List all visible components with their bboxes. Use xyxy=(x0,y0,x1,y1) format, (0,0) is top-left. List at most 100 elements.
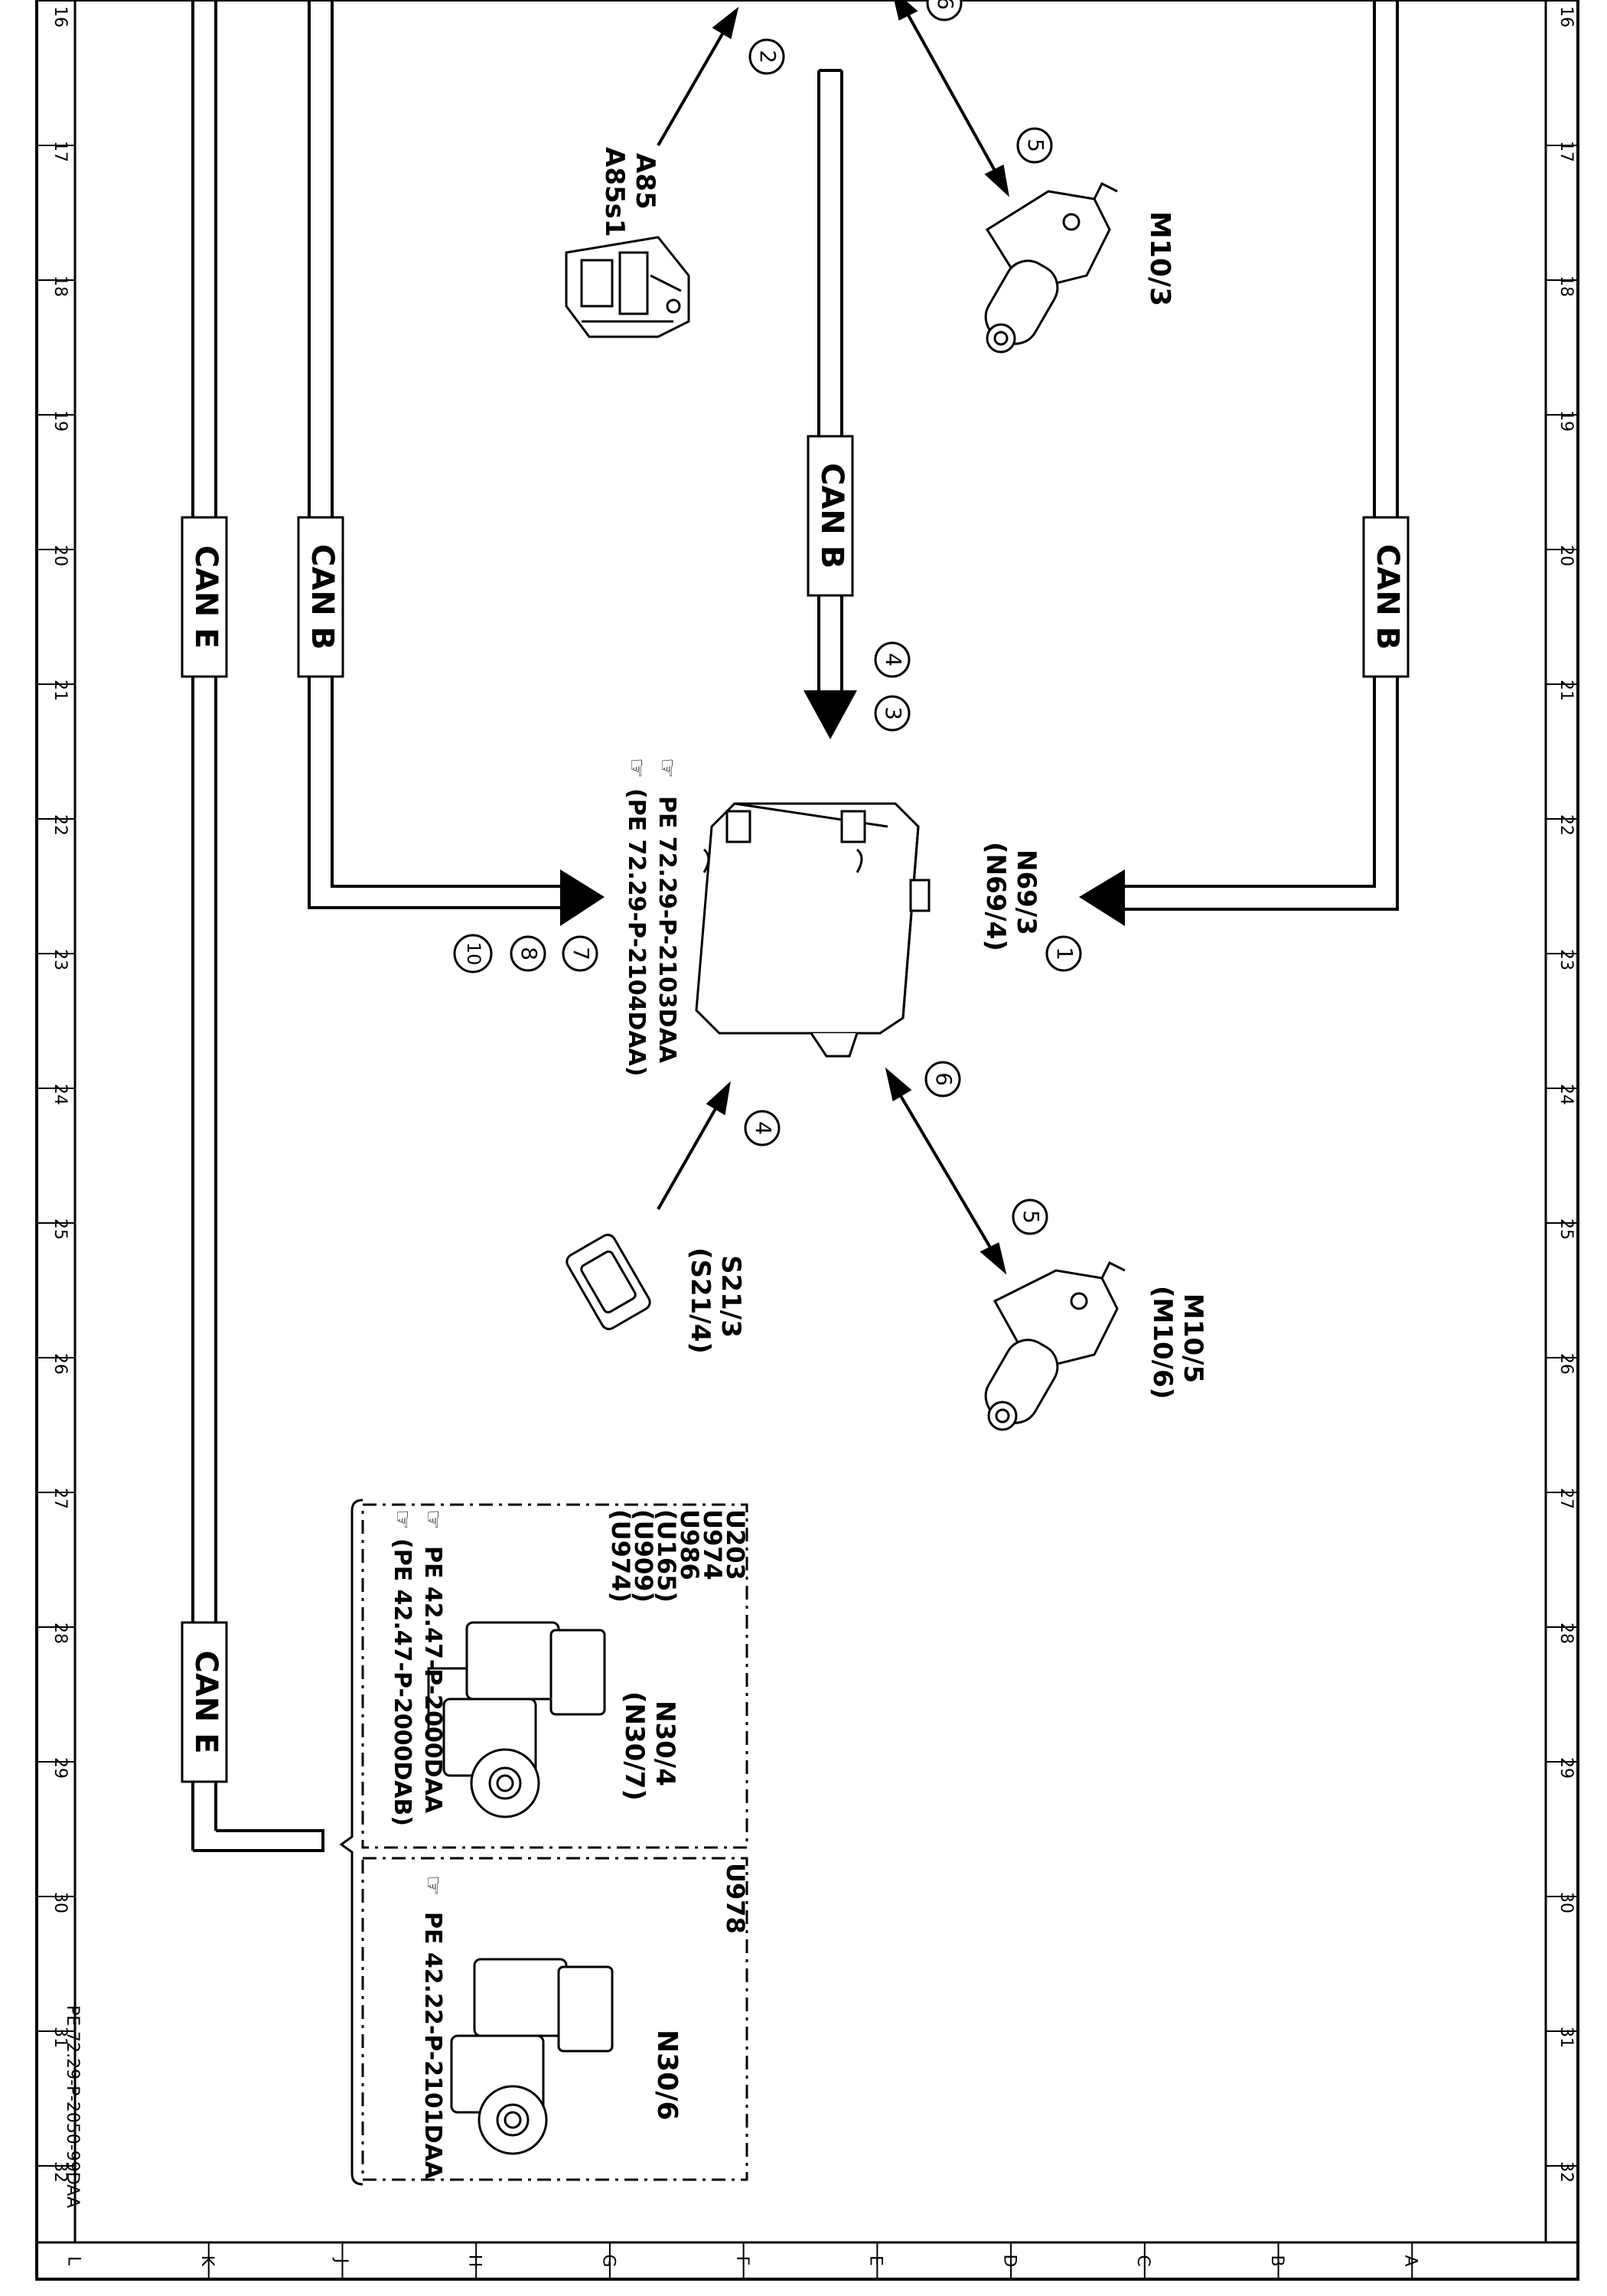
row-number-right: 30 xyxy=(1556,1892,1576,1913)
callout-2: 2 xyxy=(748,38,785,75)
callout-4-low: 4 xyxy=(744,1110,781,1146)
n30-6-abs-unit-icon xyxy=(450,1958,614,2155)
n69-3-references: ☞ ☞ PE 72.29-P-2103DAA (PE 72.29-P-2104D… xyxy=(623,758,680,1076)
m10-5-motor-icon xyxy=(984,1261,1126,1431)
svg-text:7: 7 xyxy=(569,947,594,960)
can-b-wire-center xyxy=(817,69,843,698)
svg-text:(N30/7): (N30/7) xyxy=(619,1691,650,1801)
callout-7: 7 xyxy=(562,935,598,972)
column-letter: F xyxy=(732,2256,751,2266)
column-letter: D xyxy=(999,2255,1019,2268)
m10-3-label: M10/3 xyxy=(1144,211,1175,306)
callout-1: 1 xyxy=(1045,935,1082,972)
option-code: U986 xyxy=(675,1509,704,1580)
svg-text:CAN B: CAN B xyxy=(1370,544,1405,650)
row-number-right: 25 xyxy=(1556,1218,1576,1240)
row-number-left: 24 xyxy=(51,1084,70,1105)
svg-text:M10/5: M10/5 xyxy=(1178,1293,1208,1383)
can-b-wire-right xyxy=(1117,0,1399,911)
a85-label: A85 A85s1 xyxy=(599,147,660,237)
svg-text:CAN B: CAN B xyxy=(305,544,340,650)
callout-8: 8 xyxy=(510,935,546,972)
n30-6-references: ☞ PE 42.22-P-2101DAA xyxy=(419,1875,446,2180)
row-number-left: 21 xyxy=(51,680,70,701)
can-e-label-lower: CAN E xyxy=(181,1621,228,1783)
drawing-frame xyxy=(35,0,1579,2281)
svg-text:A85: A85 xyxy=(630,153,660,210)
svg-text:(M10/6): (M10/6) xyxy=(1147,1286,1178,1399)
svg-text:(S21/4): (S21/4) xyxy=(685,1247,715,1354)
n30-4-label: N30/4 (N30/7) xyxy=(619,1691,680,1801)
svg-text:(N69/4): (N69/4) xyxy=(980,842,1011,951)
column-letter: A xyxy=(1401,2255,1420,2266)
row-number-right: 18 xyxy=(1556,276,1576,297)
svg-text:CAN B: CAN B xyxy=(814,463,849,569)
document-id: PE 72.29-P-2050-99DAA xyxy=(63,2005,82,2208)
svg-text:6: 6 xyxy=(933,0,958,10)
row-number-right: 20 xyxy=(1556,545,1576,566)
can-e-label-upper: CAN E xyxy=(181,516,228,678)
row-number-left: 22 xyxy=(51,814,70,836)
row-number-right: 22 xyxy=(1556,814,1576,836)
can-b-label-center: CAN B xyxy=(807,435,854,597)
n30-6-label: N30/6 xyxy=(651,2030,683,2120)
n30-group-bracket xyxy=(339,1499,363,2186)
can-e-wire-left xyxy=(191,0,324,1852)
row-number-right: 29 xyxy=(1556,1757,1576,1779)
callout-5-low: 5 xyxy=(1012,1199,1048,1235)
svg-text:PE 42.47-P-2000DAA: PE 42.47-P-2000DAA xyxy=(419,1546,446,1814)
svg-text:(PE 72.29-P-2104DAA): (PE 72.29-P-2104DAA) xyxy=(623,788,650,1076)
row-number-left: 25 xyxy=(51,1218,70,1240)
option-code: U203 xyxy=(721,1509,750,1580)
callout-6-low: 6 xyxy=(924,1061,961,1097)
row-number-left: 32 xyxy=(51,2161,70,2183)
svg-text:CAN E: CAN E xyxy=(188,1650,223,1753)
row-number-right: 24 xyxy=(1556,1084,1576,1105)
column-letter: C xyxy=(1133,2255,1152,2266)
svg-text:1: 1 xyxy=(1052,947,1077,960)
row-number-left: 16 xyxy=(51,6,70,28)
svg-text:8: 8 xyxy=(517,947,542,960)
option-code: U974 xyxy=(698,1509,727,1580)
n69-ref-hand-icon-1: ☞ xyxy=(654,758,680,778)
row-grid-ticks xyxy=(37,145,1578,2167)
svg-text:N69/3: N69/3 xyxy=(1011,850,1041,935)
column-letter: K xyxy=(197,2255,217,2267)
row-number-left: 20 xyxy=(51,545,70,566)
column-letter: G xyxy=(598,2254,618,2267)
m10-5-label: M10/5 (M10/6) xyxy=(1147,1286,1208,1399)
row-number-left: 26 xyxy=(51,1353,70,1375)
can-b-label-right: CAN B xyxy=(1362,516,1410,678)
row-number-right: 28 xyxy=(1556,1623,1576,1644)
column-letter: H xyxy=(465,2255,484,2268)
n69-3-label: N69/3 (N69/4) xyxy=(980,842,1041,951)
svg-text:4: 4 xyxy=(751,1121,776,1135)
option-code: (U909) xyxy=(629,1509,658,1603)
callout-4-center: 4 xyxy=(874,641,911,678)
callout-numbers: 2 6 5 4 3 1 7 8 10 4 6 5 xyxy=(453,0,1082,1235)
svg-text:A85s1: A85s1 xyxy=(599,147,630,237)
n30-4-references: ☞ ☞ PE 42.47-P-2000DAA (PE 42.47-P-2000D… xyxy=(389,1509,446,1826)
svg-text:5: 5 xyxy=(1019,1210,1044,1224)
svg-text:PE 72.29-P-2103DAA: PE 72.29-P-2103DAA xyxy=(654,796,680,1064)
arrowhead-can-b-center xyxy=(804,690,857,739)
svg-text:2: 2 xyxy=(755,50,781,64)
column-letter: E xyxy=(866,2255,885,2266)
row-number-left: 29 xyxy=(51,1757,70,1779)
row-number-right: 16 xyxy=(1556,6,1576,28)
n30-6-ref-hand-icon: ☞ xyxy=(419,1875,446,1896)
row-number-left: 30 xyxy=(51,1892,70,1913)
n30-equipment-frame xyxy=(361,1503,748,2181)
callout-10: 10 xyxy=(453,934,493,974)
can-b-wire-left xyxy=(308,0,566,909)
svg-text:CAN E: CAN E xyxy=(188,545,223,648)
column-letter: L xyxy=(64,2256,83,2266)
row-number-right: 26 xyxy=(1556,1353,1576,1375)
svg-text:(PE 42.47-P-2000DAB): (PE 42.47-P-2000DAB) xyxy=(389,1538,416,1826)
column-grid-ticks xyxy=(207,2242,1413,2279)
callout-3-center: 3 xyxy=(874,695,911,732)
row-number-left: 19 xyxy=(51,410,70,432)
